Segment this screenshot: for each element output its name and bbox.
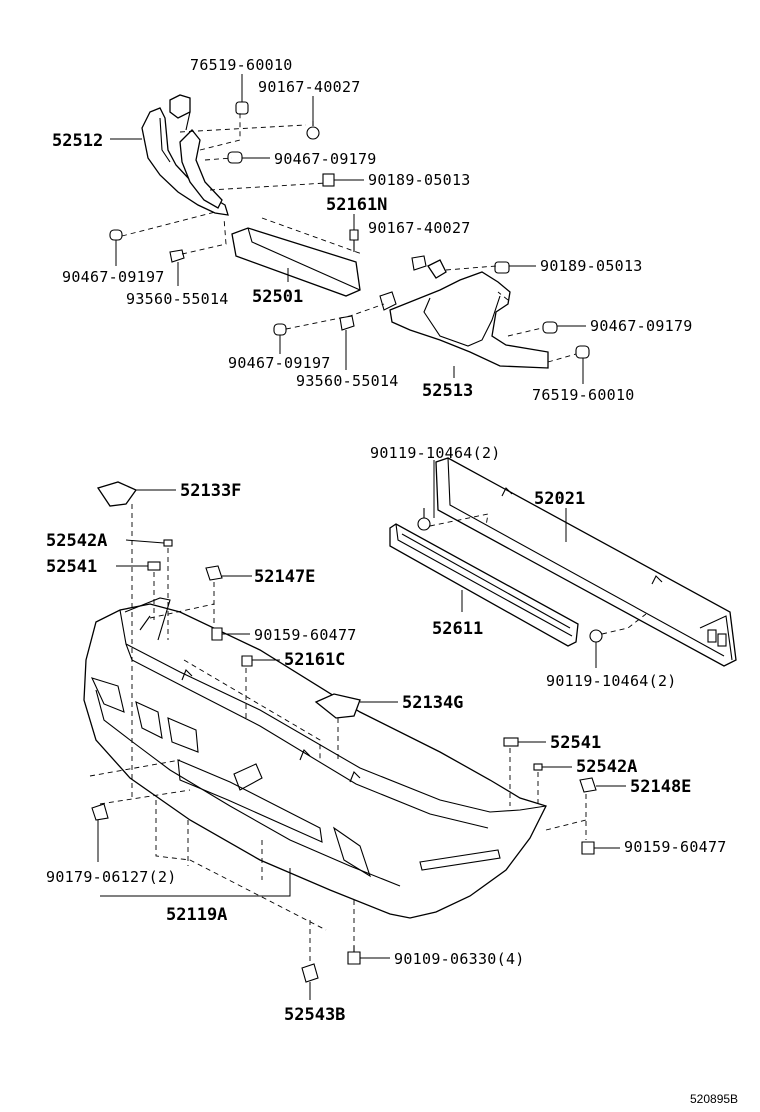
label-90167-40027-top: 90167-40027 [258,78,361,96]
label-52541-left: 52541 [46,557,97,577]
bracket-52513-part [379,259,549,369]
label-90189-05013-top: 90189-05013 [368,171,471,189]
label-52512: 52512 [52,131,103,151]
nut-90189-05013-top [322,173,335,187]
label-90119-10464-bottom: 90119-10464(2) [546,672,677,690]
label-52542A-left: 52542A [46,531,107,551]
label-90159-60477-left: 90159-60477 [254,626,357,644]
guide-line [155,800,327,931]
retainer-52542A-left [163,539,173,547]
cover-52133F-part [96,481,137,507]
guide-line [183,659,321,760]
leader-line [100,868,291,897]
label-76519-60010-right: 76519-60010 [532,386,635,404]
reinforcement-52501-part [231,217,363,297]
retainer-52542A-right [533,763,543,771]
clip-90467-09179-right [542,321,558,334]
label-90119-10464-top: 90119-10464(2) [370,444,501,462]
clip-90467-09197-mid [273,323,287,336]
clip-90167-40027-mid [411,255,427,271]
guide-line [121,211,216,237]
label-90467-09197-left: 90467-09197 [62,268,165,286]
guide-line [179,124,307,133]
guide-line [149,603,215,619]
guide-line [199,113,241,151]
clip-52147E [205,565,223,581]
cover-52134G-part [314,693,361,719]
guide-line [445,265,497,271]
clip-90467-09197-left [109,229,123,241]
label-93560-55014-mid: 93560-55014 [296,372,399,390]
leader-line [125,539,165,544]
label-52161C: 52161C [284,650,345,670]
clip-90467-09179-top [227,151,243,164]
clip-76519-60010-right [575,345,590,359]
guide-line [181,217,227,255]
label-52542A-right: 52542A [576,757,637,777]
label-90167-40027-mid: 90167-40027 [368,219,471,237]
label-52611: 52611 [432,619,483,639]
label-90189-05013-right: 90189-05013 [540,257,643,275]
retainer-52541-right [503,737,519,747]
label-90467-09197-mid: 90467-09197 [228,354,331,372]
label-90159-60477-right: 90159-60477 [624,838,727,856]
label-90179-06127: 90179-06127(2) [46,868,177,886]
bracket-52512-part [141,94,229,216]
label-52134G: 52134G [402,693,463,713]
label-90467-09179-right: 90467-09179 [590,317,693,335]
clip-76519-60010-top [235,101,249,115]
guide-line [99,789,191,805]
clip-90159-60477-right [581,841,595,855]
guide-line [547,353,577,363]
guide-line [209,182,327,191]
label-52541-right: 52541 [550,733,601,753]
label-76519-60010-top: 76519-60010 [190,56,293,74]
label-90109-06330: 90109-06330(4) [394,950,525,968]
nut-90189-05013-right [494,261,510,274]
label-52501: 52501 [252,287,303,307]
screw-90179-06127 [91,803,109,821]
guide-line [89,759,181,777]
label-52148E: 52148E [630,777,691,797]
guide-line [204,157,233,161]
label-52119A: 52119A [166,905,227,925]
screw-93560-55014-left [169,249,185,263]
label-52543B: 52543B [284,1005,345,1025]
label-93560-55014-left: 93560-55014 [126,290,229,308]
absorber-52611-part [389,523,579,647]
guide-line [507,327,543,337]
label-90467-09179-top: 90467-09179 [274,150,377,168]
guide-line [545,819,587,831]
label-52161N: 52161N [326,195,387,215]
clip-90159-60477-left [211,627,223,641]
screw-52161C [241,655,253,667]
guide-line [429,513,489,527]
clip-90167-40027-top [306,121,320,140]
reinforcement-52021-part [435,457,737,667]
label-52513: 52513 [422,381,473,401]
screw-52161N [349,229,359,252]
label-52147E: 52147E [254,567,315,587]
label-52133F: 52133F [180,481,241,501]
bolt-90109-06330 [347,946,361,965]
bolt-90119-10464-top [417,508,431,531]
guide-line [285,303,385,330]
bumper-cover-52119A-part [83,597,547,919]
diagram-reference-code: 520895B [690,1092,738,1106]
retainer-52543B [301,963,319,983]
retainer-52541-left [147,561,161,571]
bolt-90119-10464-bottom [589,629,603,643]
clip-52148E [579,777,597,793]
guide-line [497,291,509,301]
label-52021: 52021 [534,489,585,509]
screw-93560-55014-mid [339,315,355,331]
